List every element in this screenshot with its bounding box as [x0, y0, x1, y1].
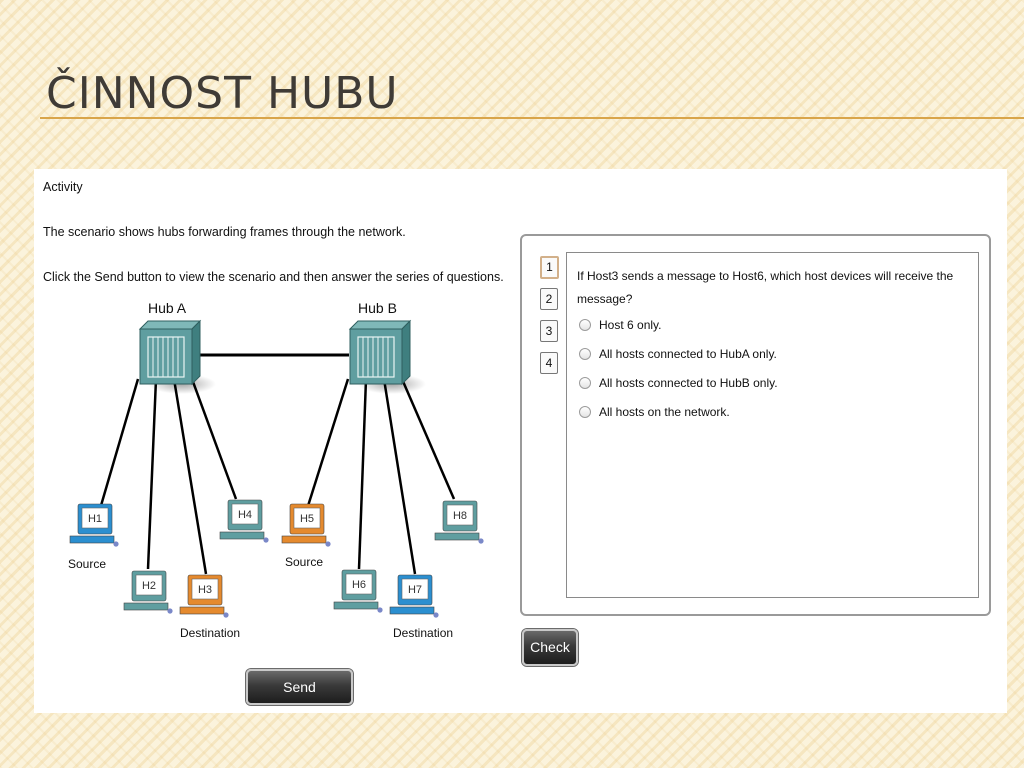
host-h1-caption: Source — [68, 557, 106, 571]
hub-a-label: Hub A — [148, 300, 187, 316]
radio-button[interactable] — [579, 319, 591, 331]
svg-text:H8: H8 — [453, 510, 467, 522]
host-h1: H1 — [69, 503, 119, 547]
host-h7: H7 — [389, 574, 439, 618]
svg-text:H1: H1 — [88, 513, 102, 525]
link-h2 — [146, 378, 158, 570]
hub-a — [138, 319, 216, 394]
activity-heading: Activity — [43, 180, 83, 194]
question-panel: 1 2 3 4 If Host3 sends a message to Host… — [520, 234, 991, 616]
host-h5: H5 — [281, 503, 331, 547]
link-h1 — [98, 378, 140, 510]
answer-option-4[interactable]: All hosts on the network. — [579, 404, 730, 420]
question-content: If Host3 sends a message to Host6, which… — [566, 252, 979, 598]
check-button[interactable]: Check — [522, 629, 578, 666]
link-h4 — [190, 378, 238, 500]
activity-instruction: Click the Send button to view the scenar… — [43, 270, 504, 284]
answer-option-label: All hosts connected to HubA only. — [599, 347, 777, 361]
answer-option-3[interactable]: All hosts connected to HubB only. — [579, 375, 778, 391]
network-diagram: Hub A Hub B H1 Source H — [68, 300, 484, 640]
title-divider — [40, 117, 1024, 119]
link-h3 — [172, 378, 208, 575]
question-tab-1[interactable]: 1 — [540, 256, 559, 279]
activity-description: The scenario shows hubs forwarding frame… — [43, 225, 406, 239]
question-tab-3[interactable]: 3 — [540, 320, 558, 342]
answer-option-1[interactable]: Host 6 only. — [579, 317, 661, 333]
question-tab-2[interactable]: 2 — [540, 288, 558, 310]
answer-option-label: All hosts on the network. — [599, 405, 730, 419]
activity-panel: Activity The scenario shows hubs forward… — [34, 169, 1007, 713]
radio-button[interactable] — [579, 348, 591, 360]
question-text: If Host3 sends a message to Host6, which… — [577, 269, 954, 306]
link-h8 — [400, 378, 456, 500]
link-h6 — [357, 378, 368, 570]
host-h7-caption: Destination — [393, 626, 453, 640]
svg-text:H5: H5 — [300, 513, 314, 525]
svg-text:H6: H6 — [352, 579, 366, 591]
hub-b-label: Hub B — [358, 300, 397, 316]
host-h4: H4 — [219, 499, 269, 543]
question-tab-4[interactable]: 4 — [540, 352, 558, 374]
radio-button[interactable] — [579, 377, 591, 389]
radio-button[interactable] — [579, 406, 591, 418]
svg-text:H4: H4 — [238, 509, 252, 521]
slide-title: ČINNOST HUBU — [46, 68, 399, 119]
host-h3-caption: Destination — [180, 626, 240, 640]
answer-option-label: Host 6 only. — [599, 318, 662, 332]
hub-b — [348, 319, 426, 394]
host-h2: H2 — [123, 570, 173, 614]
host-h8: H8 — [434, 500, 484, 544]
send-button[interactable]: Send — [246, 669, 353, 705]
host-h5-caption: Source — [285, 555, 323, 569]
svg-text:H7: H7 — [408, 584, 422, 596]
link-h7 — [382, 378, 417, 575]
answer-option-2[interactable]: All hosts connected to HubA only. — [579, 346, 777, 362]
svg-text:H3: H3 — [198, 584, 212, 596]
svg-text:H2: H2 — [142, 580, 156, 592]
host-h6: H6 — [333, 569, 383, 613]
link-h5 — [306, 378, 350, 507]
answer-option-label: All hosts connected to HubB only. — [599, 376, 778, 390]
host-h3: H3 — [179, 574, 229, 618]
